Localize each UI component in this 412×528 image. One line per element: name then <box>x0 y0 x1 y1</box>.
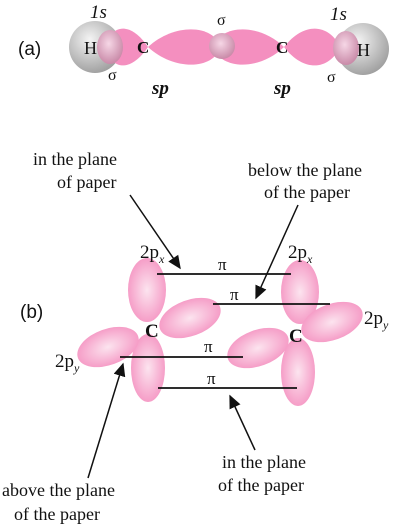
orbital-1s-left: 1s <box>90 2 107 23</box>
part-b-label: (b) <box>20 302 43 323</box>
callout-in-plane-line1: in the plane <box>222 452 306 472</box>
h-symbol-left: H <box>84 38 97 58</box>
pi-label-top: π <box>218 255 227 274</box>
arrow-plane-of-paper <box>129 194 181 270</box>
p-lobe-left-down <box>131 334 165 402</box>
h-symbol-right: H <box>357 40 370 60</box>
sigma-overlap-center <box>209 33 235 59</box>
carbon-symbol-left: C <box>145 321 159 342</box>
carbon-symbol-right: C <box>289 326 303 347</box>
sigma-label-right: σ <box>327 69 336 86</box>
orbital-2px-left: 2px <box>140 242 165 266</box>
orbital-1s-right: 1s <box>330 4 347 25</box>
callout-plane-of-paper-line1: in the plane <box>33 149 117 169</box>
orbital-2py-right: 2py <box>364 308 389 332</box>
part-b-pi-bonds: C C π π π π 2px 2px 2py 2py (b) in the p… <box>2 149 389 524</box>
p-lobe-right-right <box>301 301 363 343</box>
carbon-left-p-orbitals: C <box>77 258 221 402</box>
callout-plane-of-paper-line2: of paper <box>57 172 116 192</box>
callout-below-plane-line1: below the plane <box>248 160 362 180</box>
callout-below-plane-line2: of the paper <box>264 182 350 202</box>
sp-lobe-left-inner <box>148 29 220 65</box>
c-symbol-left: C <box>137 38 149 57</box>
p-lobe-left-up <box>128 258 166 322</box>
p-lobe-right-left <box>227 327 289 369</box>
pi-label-upper: π <box>230 285 239 304</box>
pi-label-lower: π <box>204 337 213 356</box>
arrow-above-plane <box>87 362 126 479</box>
pi-label-bottom: π <box>207 369 216 388</box>
c-symbol-right: C <box>276 38 288 57</box>
sigma-label-left: σ <box>108 67 117 84</box>
callout-above-plane-line1: above the plane <box>2 480 115 500</box>
sigma-overlap-right <box>333 31 359 65</box>
part-a-label: (a) <box>18 39 41 60</box>
sp-label-left: sp <box>151 78 169 99</box>
p-lobe-right-up <box>281 260 319 324</box>
sp-lobe-right-outer <box>284 28 340 66</box>
sigma-label-center: σ <box>217 12 226 29</box>
p-lobe-right-down <box>281 338 315 406</box>
callout-in-plane-line2: of the paper <box>218 475 304 495</box>
p-lobe-left-right <box>159 297 221 339</box>
sp-label-right: sp <box>273 78 291 99</box>
callout-above-plane-line2: of the paper <box>14 504 100 524</box>
arrow-below-plane <box>255 204 299 300</box>
part-a-sigma-framework: (a) H H C C 1s 1s σ σ σ sp sp <box>18 2 389 99</box>
carbon-right-p-orbitals: C <box>227 260 363 406</box>
orbital-2py-left: 2py <box>55 351 80 375</box>
arrow-in-plane <box>229 394 256 451</box>
orbital-2px-right: 2px <box>288 242 313 266</box>
sigma-overlap-left <box>97 30 123 64</box>
